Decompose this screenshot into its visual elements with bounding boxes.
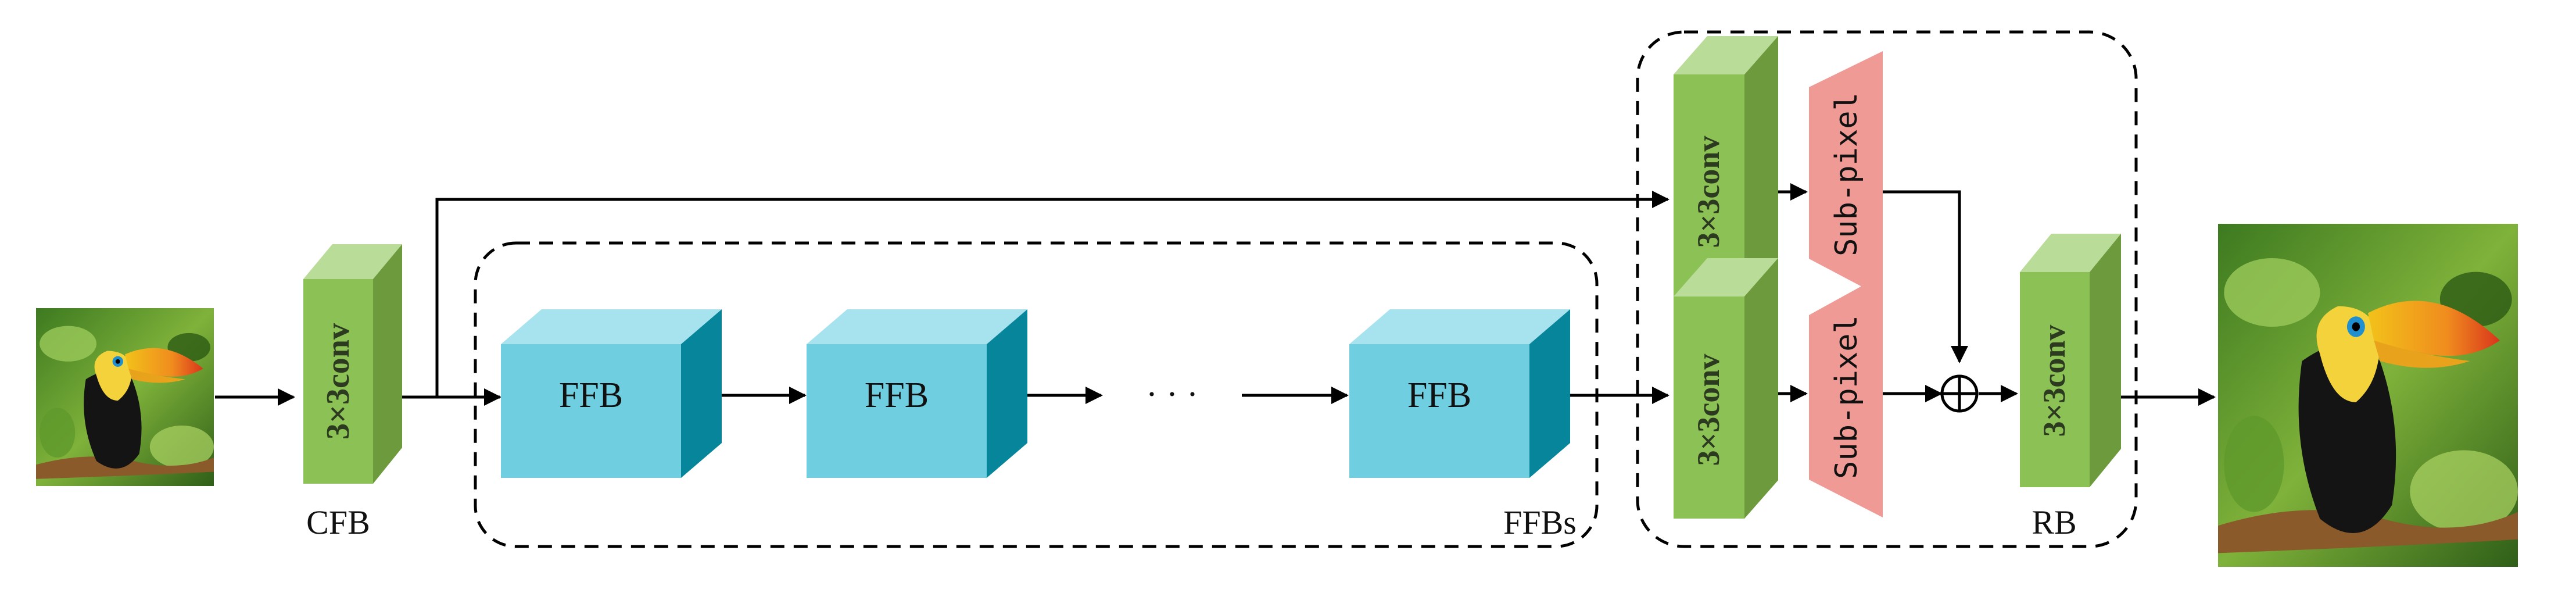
ffb-block-2: FFB xyxy=(807,309,1027,478)
subpixel-label-lower: Sub-pixel xyxy=(1829,315,1864,479)
cfb-label: CFB xyxy=(306,503,370,541)
rb-lower-conv-block: 3×3conv xyxy=(1674,258,1778,519)
cfb-conv-block: 3×3conv xyxy=(303,244,402,484)
ffb-ellipsis: · · · xyxy=(1146,375,1198,413)
rb-final-conv-block: 3×3conv xyxy=(2020,234,2121,487)
rb-label: RB xyxy=(2032,503,2076,541)
ffbs-label: FFBs xyxy=(1503,503,1577,541)
ffb-label-2: FFB xyxy=(865,376,929,415)
output-image xyxy=(2218,224,2518,567)
ffb-label-3: FFB xyxy=(1407,376,1471,415)
subpixel-label-upper: Sub-pixel xyxy=(1829,92,1864,256)
input-image xyxy=(36,308,214,486)
cfb-conv-label: 3×3conv xyxy=(320,323,356,440)
arrow-cfb-skip-to-upper-conv xyxy=(435,191,1669,397)
rb-lower-conv-label: 3×3conv xyxy=(1691,354,1726,466)
sum-node xyxy=(1940,374,1979,413)
arrow-upper-subpixel-to-sum xyxy=(1883,190,1968,363)
subpixel-block-lower: Sub-pixel xyxy=(1809,274,1883,517)
rb-group-box xyxy=(1636,30,2138,548)
rb-upper-conv-label: 3×3conv xyxy=(1691,136,1726,248)
ffb-label-1: FFB xyxy=(559,376,623,415)
ffb-block-1: FFB xyxy=(501,309,722,478)
rb-final-conv-label: 3×3conv xyxy=(2037,325,2072,437)
rb-upper-conv-block: 3×3conv xyxy=(1674,36,1778,299)
subpixel-block-upper: Sub-pixel xyxy=(1809,51,1883,298)
ffb-block-3: FFB xyxy=(1349,309,1570,478)
